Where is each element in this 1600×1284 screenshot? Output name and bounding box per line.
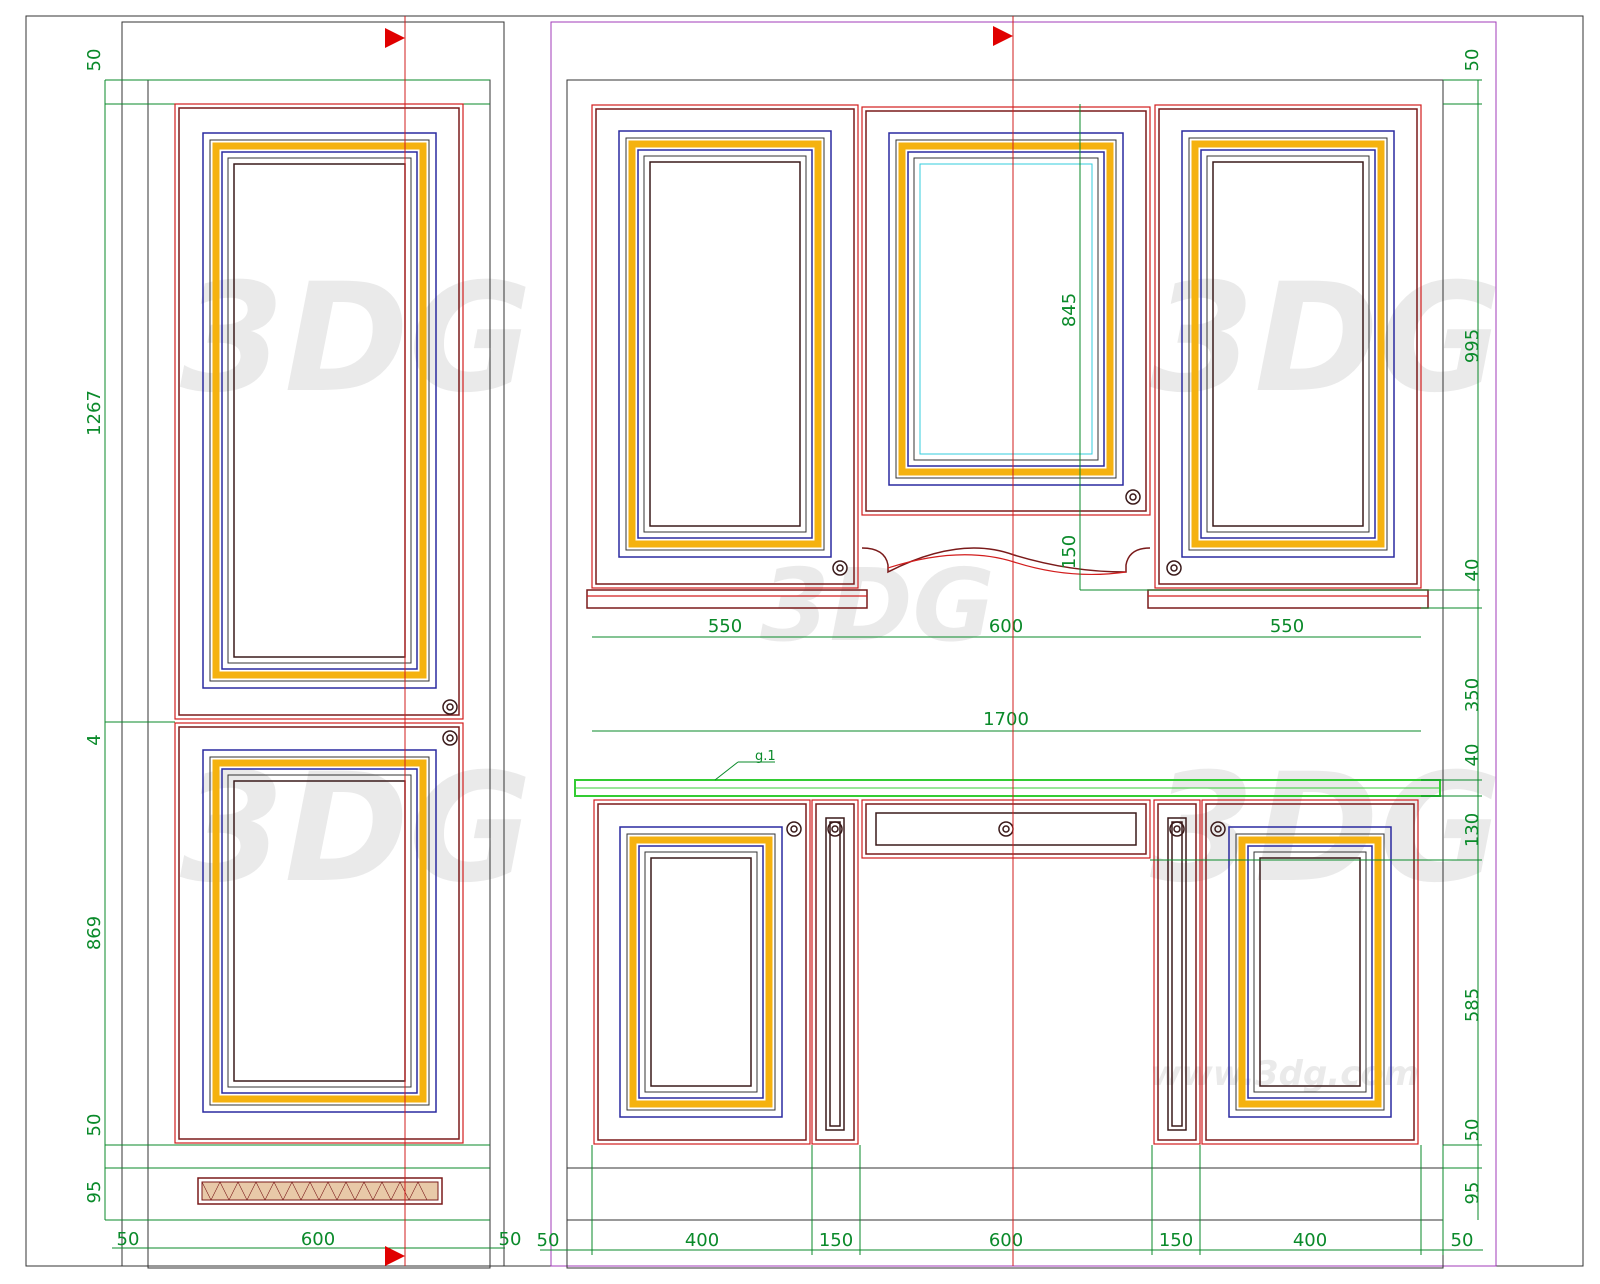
watermark-logo: 3DG (1150, 252, 1502, 426)
dim-label: 130 (1462, 813, 1483, 847)
dim-label: 550 (708, 616, 742, 637)
watermark-site: www.3dg.com (1150, 1054, 1419, 1094)
section-marker-icon (993, 26, 1013, 46)
door-knob-icon[interactable] (1210, 821, 1226, 837)
door-knob-icon[interactable] (1169, 821, 1185, 837)
section-marker-icon (385, 1246, 405, 1266)
left-lower-door (174, 722, 464, 1144)
watermark-logo: 3DG (180, 742, 532, 916)
left-cabinet: 50 1267 4 869 50 95 50 600 50 (84, 21, 522, 1269)
dim-label: 150 (819, 1230, 853, 1251)
upper-center-door (861, 106, 1151, 576)
door-knob-icon[interactable] (832, 560, 848, 576)
valance-arch (861, 547, 1151, 574)
dim-label: 600 (301, 1229, 335, 1250)
dim-label: 550 (1270, 616, 1304, 637)
left-cabinet-boundary (121, 21, 505, 1267)
door-knob-icon[interactable] (786, 821, 802, 837)
dim-label: 50 (84, 1114, 105, 1137)
lower-left-pullout (811, 799, 859, 1145)
dim-label: 150 (1159, 1230, 1193, 1251)
left-cornice-molding (586, 589, 868, 609)
lower-right-door (1201, 799, 1419, 1145)
right-cabinet-boundary (550, 21, 1497, 1267)
dim-label: 350 (1462, 678, 1483, 712)
upper-left-door (591, 104, 859, 589)
door-knob-icon[interactable] (442, 699, 458, 715)
door-knob-icon[interactable] (442, 730, 458, 746)
right-cornice-molding (1147, 589, 1429, 609)
shelf-label: g.1 (755, 749, 776, 764)
section-marker-icon (385, 28, 405, 48)
door-knob-icon[interactable] (1125, 489, 1141, 505)
dim-label: 95 (84, 1181, 105, 1204)
dim-label: 4 (84, 734, 105, 745)
dim-label: 50 (499, 1229, 522, 1250)
dim-label: 845 (1059, 293, 1080, 327)
watermark-logo: 3DG (1150, 742, 1502, 916)
drawer-knob-icon[interactable] (998, 821, 1014, 837)
plinth-vent-grille (197, 1177, 443, 1205)
dim-label: 600 (989, 616, 1023, 637)
dim-label: 50 (537, 1230, 560, 1251)
dim-label: 95 (1462, 1182, 1483, 1205)
dim-label: 585 (1462, 988, 1483, 1022)
dim-label: 50 (1451, 1230, 1474, 1251)
dim-label: 995 (1462, 329, 1483, 363)
dim-label: 400 (685, 1230, 719, 1251)
dim-label: 50 (117, 1229, 140, 1250)
upper-right-door (1154, 104, 1422, 589)
dim-label: 1700 (983, 709, 1029, 730)
lower-left-door (593, 799, 811, 1145)
dim-label: 40 (1462, 744, 1483, 767)
door-knob-icon[interactable] (1166, 560, 1182, 576)
lower-right-pullout (1153, 799, 1201, 1145)
dim-label: 40 (1462, 559, 1483, 582)
watermark-logo: 3DG (760, 547, 995, 664)
watermark-logo: 3DG (180, 252, 532, 426)
dim-label: 50 (84, 49, 105, 72)
dim-label: 400 (1293, 1230, 1327, 1251)
section-cut-lines (385, 16, 1014, 1266)
center-drawer (861, 799, 1151, 859)
dim-label: 50 (1462, 1119, 1483, 1142)
door-knob-icon[interactable] (827, 821, 843, 837)
dim-label: 150 (1059, 535, 1080, 569)
dim-label: 600 (989, 1230, 1023, 1251)
right-cabinet-carcass (566, 79, 1444, 1269)
right-cabinet: 550 600 550 1700 g.1 (537, 21, 1497, 1269)
dim-label: 1267 (84, 390, 105, 436)
dim-label: 50 (1462, 49, 1483, 72)
dim-label: 869 (84, 916, 105, 950)
